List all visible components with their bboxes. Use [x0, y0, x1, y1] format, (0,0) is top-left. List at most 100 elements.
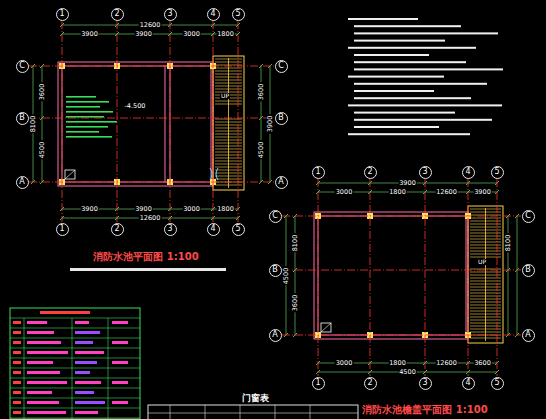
axis-line [425, 179, 426, 376]
table-col [108, 318, 109, 419]
dimension-text: 3900 [80, 206, 99, 213]
axis-number: A [525, 331, 530, 339]
dimension-lines [284, 181, 519, 374]
cell-bar [27, 411, 66, 414]
cell-bar [75, 361, 97, 364]
table-title: 门窗表 [241, 394, 270, 403]
axis-bubble: 1 [56, 223, 69, 236]
note-line [354, 83, 487, 85]
axis-bubble: 3 [164, 223, 177, 236]
table-frame [148, 405, 358, 419]
note-line [354, 90, 434, 92]
axis-bubble: C [522, 210, 535, 223]
note-text-bar [66, 116, 104, 118]
dimension-text: 3000 [335, 360, 354, 367]
stair-outline [213, 56, 244, 190]
table-row [10, 338, 140, 339]
axis-number: 3 [167, 10, 172, 18]
dimension-text: 12600 [435, 189, 458, 196]
table-row [10, 368, 140, 369]
cell-bar [27, 381, 67, 384]
dimension-line [517, 216, 518, 335]
axis-bubble: 5 [232, 8, 245, 21]
dimension-text: 3600 [473, 360, 492, 367]
axis-number: 1 [59, 10, 64, 18]
cell-bar [27, 321, 47, 324]
axis-line [29, 182, 274, 183]
axis-number: 5 [494, 379, 499, 387]
table-row [10, 388, 140, 389]
axis-line [282, 216, 521, 217]
wall-inner [62, 66, 211, 182]
axis-bubble: C [269, 210, 282, 223]
cell-bar [27, 331, 54, 334]
axis-line [238, 21, 239, 222]
note-line [354, 119, 492, 121]
axis-line [318, 179, 319, 376]
cell-bar [112, 381, 128, 384]
stair-symbol [213, 56, 244, 190]
note-line [354, 25, 461, 27]
axis-bubble: 3 [419, 377, 432, 390]
axis-bubble: A [275, 176, 288, 189]
dimension-text: 3600 [258, 83, 265, 102]
dimension-text: 4500 [398, 369, 417, 376]
dimension-text: 4500 [39, 141, 46, 160]
table-col [24, 318, 25, 419]
dimension-text: 8100 [505, 234, 512, 253]
note-line [348, 18, 418, 20]
cell-bar [75, 321, 89, 324]
cell-bar [13, 391, 21, 394]
dimension-text: 1800 [388, 189, 407, 196]
note-text-bar [66, 111, 113, 113]
axis-bubble: 3 [164, 8, 177, 21]
axis-bubble: 1 [312, 166, 325, 179]
general-notes [348, 18, 503, 135]
axis-line [468, 179, 469, 376]
dimension-text: 3900 [134, 31, 153, 38]
axis-bubble: B [16, 112, 29, 125]
dimension-text: 3900 [80, 31, 99, 38]
axis-line [117, 21, 118, 222]
partition [165, 66, 166, 182]
dimension-text: 3900 [267, 115, 274, 134]
table-row [10, 398, 140, 399]
dimension-text: 3600 [39, 83, 46, 102]
axis-bubble: A [522, 329, 535, 342]
table-col [275, 405, 276, 419]
axis-bubble: 3 [419, 166, 432, 179]
axis-number: 1 [315, 168, 320, 176]
axis-number: C [278, 62, 284, 70]
wall-outline [314, 212, 468, 339]
sump-mark [321, 323, 331, 332]
dimension-text: 4500 [283, 266, 290, 285]
cell-bar [112, 361, 128, 364]
table-title-bar [40, 311, 90, 314]
axis-bubble: 2 [111, 8, 124, 21]
note-line [348, 76, 444, 78]
cell-bar [13, 341, 21, 344]
axis-number: A [272, 331, 277, 339]
note-line [354, 112, 455, 114]
table-frame [10, 308, 140, 419]
axis-bubble: C [16, 60, 29, 73]
wall-outline [58, 62, 213, 186]
table-row [10, 418, 140, 419]
axis-bubble: B [275, 112, 288, 125]
note-text-bar [66, 126, 108, 128]
axis-number: A [278, 178, 283, 186]
table-col [310, 405, 311, 419]
axis-bubble: A [269, 329, 282, 342]
sump-pit [321, 323, 331, 332]
stair-rail [228, 58, 229, 188]
plan-drawing [314, 206, 503, 343]
stair-outline [468, 206, 503, 343]
dimension-text: 8100 [30, 115, 37, 134]
drawing-title: 消防水池平面图 1:100 [92, 252, 199, 262]
axis-bubble: 5 [491, 166, 504, 179]
axis-bubble: 4 [207, 223, 220, 236]
door-symbol [210, 168, 218, 180]
note-line [354, 54, 429, 56]
dimension-text: 1800 [216, 206, 235, 213]
note-line [348, 104, 502, 106]
